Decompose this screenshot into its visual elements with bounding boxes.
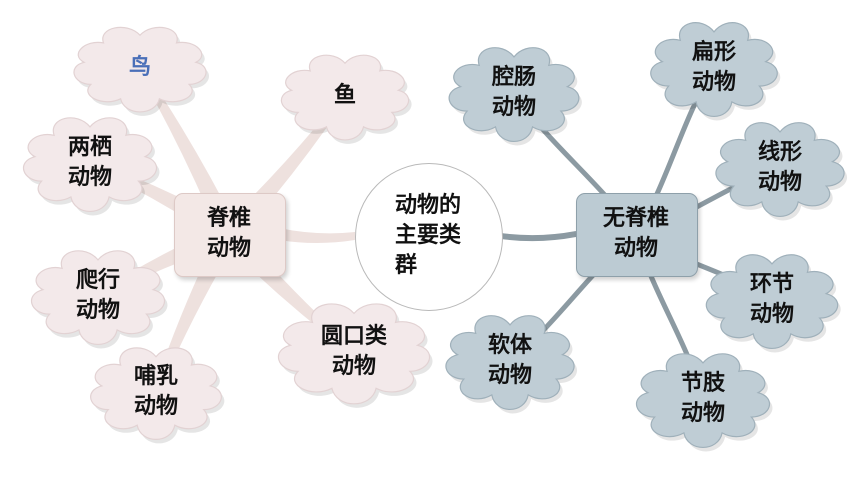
- hub-i-line: 动物: [613, 236, 659, 261]
- reptile-label: 爬行动物: [76, 266, 120, 326]
- cyclostome-label-line: 圆口类: [320, 324, 388, 349]
- center-topic-line: 群: [394, 253, 418, 278]
- cloud-amphibian: [23, 117, 157, 212]
- coelenterate-label-line: 动物: [491, 95, 537, 120]
- fish-label-line: 鱼: [333, 83, 357, 108]
- reptile-label-line: 动物: [75, 298, 121, 323]
- center-topic-label: 动物的主要类群: [395, 191, 461, 281]
- vertebrate-hub-label: 脊椎动物: [207, 204, 251, 264]
- center-to-vertebrate-connector: [278, 228, 356, 243]
- coelenterate-label-line: 腔肠: [491, 65, 537, 90]
- invertebrate-hub-label: 无脊椎动物: [603, 204, 669, 264]
- platyhelminth-label-line: 动物: [691, 70, 737, 95]
- mollusk-label-line: 软体: [487, 333, 533, 358]
- cloud-bird: [73, 26, 207, 113]
- amphibian-label-line: 动物: [67, 165, 113, 190]
- mollusk-label-line: 动物: [487, 363, 533, 388]
- platyhelminth-label-line: 扁形: [691, 40, 737, 65]
- center-topic-line: 动物的: [394, 193, 462, 218]
- coelenterate-label: 腔肠动物: [492, 63, 536, 123]
- mammal-label: 哺乳动物: [134, 362, 178, 422]
- arthropod-label: 节肢动物: [681, 369, 725, 429]
- mollusk-label: 软体动物: [488, 331, 532, 391]
- bird-label-line: 鸟: [128, 55, 152, 80]
- cloud-reptile: [31, 250, 165, 345]
- fish-label: 鱼: [334, 81, 356, 111]
- cloud-nematode: [715, 122, 845, 217]
- center-to-invertebrate-connector: [500, 231, 577, 242]
- cloud-cyclostome: [277, 303, 431, 405]
- cloud-annelid: [705, 254, 839, 349]
- reptile-label-line: 爬行: [75, 268, 121, 293]
- clouds: [23, 22, 848, 452]
- arthropod-label-line: 节肢: [680, 371, 726, 396]
- mammal-label-line: 动物: [133, 394, 179, 419]
- hub-v-line: 动物: [206, 236, 252, 261]
- nematode-label-line: 线形: [757, 140, 803, 165]
- cyclostome-label: 圆口类动物: [321, 322, 387, 382]
- nematode-label: 线形动物: [758, 138, 802, 198]
- hub-v-line: 脊椎: [206, 206, 252, 231]
- cloud-mammal: [90, 347, 222, 440]
- hub-i-line: 无脊椎: [602, 206, 670, 231]
- cloud-arthropod: [636, 353, 770, 448]
- amphibian-label-line: 两栖: [67, 135, 113, 160]
- cloud-mollusk: [445, 315, 575, 410]
- bird-label: 鸟: [129, 53, 151, 83]
- invertebrate-hub: [576, 193, 698, 277]
- mammal-label-line: 哺乳: [133, 364, 179, 389]
- arthropod-label-line: 动物: [680, 401, 726, 426]
- annelid-label: 环节动物: [750, 270, 794, 330]
- center-topic-circle: [355, 163, 503, 311]
- nematode-label-line: 动物: [757, 170, 803, 195]
- vertebrate-hub: [174, 193, 286, 277]
- cloud-fish: [280, 54, 410, 141]
- platyhelminth-label: 扁形动物: [692, 38, 736, 98]
- cloud-platyhelminth: [650, 22, 778, 117]
- cyclostome-label-line: 动物: [331, 354, 377, 379]
- center-topic-line: 主要类: [394, 223, 462, 248]
- annelid-label-line: 动物: [749, 302, 795, 327]
- amphibian-label: 两栖动物: [68, 133, 112, 193]
- annelid-label-line: 环节: [749, 272, 795, 297]
- cloud-coelenterate: [448, 47, 580, 142]
